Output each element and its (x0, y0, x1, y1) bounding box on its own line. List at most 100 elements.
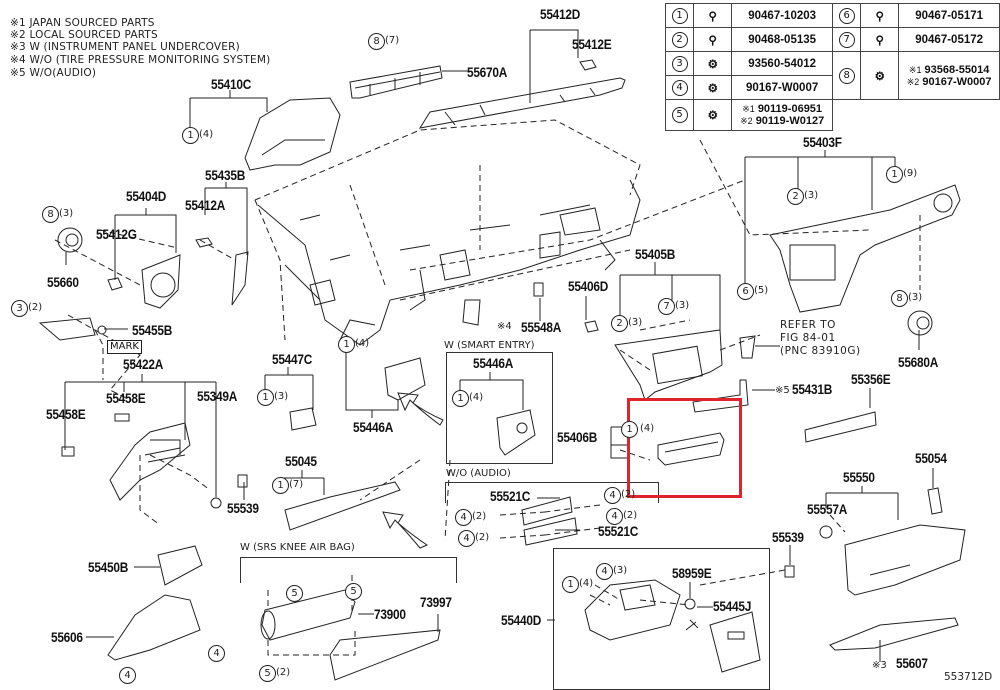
callout-ref[interactable]: 1 (338, 336, 355, 353)
part-label-55403F[interactable]: 55403F (803, 135, 842, 150)
part-label-55557A[interactable]: 55557A (807, 502, 848, 517)
part-number[interactable]: 93560-54012 (731, 51, 834, 76)
part-55435B-shape (231, 251, 249, 306)
refer-line-1[interactable]: REFER TO (780, 319, 836, 331)
part-55410C-shape (244, 97, 341, 171)
callout-ref[interactable]: 1 (886, 166, 903, 183)
ref-circle: 4 (671, 79, 688, 96)
callout-qty: (7) (385, 35, 400, 46)
callout-ref[interactable]: 6 (737, 283, 754, 300)
highlight-box-55406B[interactable] (627, 398, 742, 498)
part-55445J-shape (709, 611, 761, 673)
part-label-55349A[interactable]: 55349A (197, 389, 238, 404)
part-label-55539-b[interactable]: 55539 (772, 530, 804, 545)
callout-ref[interactable]: 1 (452, 390, 469, 407)
callout-ref[interactable]: 8 (891, 290, 908, 307)
part-label-55446A[interactable]: 55446A (353, 420, 394, 435)
callout-ref[interactable]: 4 (604, 487, 621, 504)
callout-ref[interactable]: 5 (345, 583, 362, 600)
part-label-55054[interactable]: 55054 (915, 451, 947, 466)
callout-ref[interactable]: 5 (259, 665, 276, 682)
part-label-55404D[interactable]: 55404D (126, 189, 167, 204)
part-label-55447C[interactable]: 55447C (272, 352, 313, 367)
part-label-55458E-a[interactable]: 55458E (46, 407, 86, 422)
fastener-row: 4 ⚙ 90167-W0007 (664, 75, 1000, 100)
callout-ref[interactable]: 4 (455, 509, 472, 526)
callout-qty: (2) (28, 302, 43, 313)
callout-ref[interactable]: 8 (368, 33, 385, 50)
part-label-55435B[interactable]: 55435B (205, 168, 246, 183)
part-label-55458E-b[interactable]: 55458E (106, 391, 146, 406)
callout-ref[interactable]: 1 (621, 421, 638, 438)
part-label-73900[interactable]: 73900 (374, 607, 406, 622)
part-55458E-shape-b (114, 413, 130, 422)
clip-icon: ⚲ (708, 34, 717, 47)
part-number-pair[interactable]: ※1 93568-55014 ※2 90167-W0007 (898, 51, 1000, 100)
part-number-pair[interactable]: ※1 90119-06951 ※2 90119-W0127 (731, 99, 834, 131)
part-label-55356E[interactable]: 55356E (851, 372, 891, 387)
part-label-55431B[interactable]: 55431B (792, 382, 833, 397)
callout-ref[interactable]: 7 (658, 298, 675, 315)
part-label-55550[interactable]: 55550 (843, 470, 875, 485)
callout-ref[interactable]: 8 (42, 206, 59, 223)
part-number[interactable]: 90467-10203 (731, 3, 834, 28)
part-label-55521C-b[interactable]: 55521C (598, 524, 639, 539)
callout-ref[interactable]: 1 (272, 477, 289, 494)
group-smart-entry-box (446, 352, 553, 464)
callout-ref[interactable]: 3 (11, 300, 28, 317)
part-label-55539-a[interactable]: 55539 (227, 501, 259, 516)
callout-ref[interactable]: 1 (562, 576, 579, 593)
callout-ref[interactable]: 2 (611, 315, 628, 332)
callout-ref[interactable]: 4 (208, 645, 225, 662)
part-number[interactable]: 90467-05171 (898, 3, 1000, 28)
ref-circle: 3 (671, 55, 688, 72)
part-55539-shape-a (237, 474, 248, 488)
part-label-55412E[interactable]: 55412E (572, 37, 612, 52)
refer-line-3[interactable]: (PNC 83910G) (780, 345, 861, 357)
callout-ref[interactable]: 2 (787, 188, 804, 205)
part-label-58959E[interactable]: 58959E (672, 566, 712, 581)
part-label-55412A[interactable]: 55412A (185, 198, 226, 213)
mark-label: MARK (107, 340, 142, 354)
part-label-55606[interactable]: 55606 (51, 630, 83, 645)
part-label-55607[interactable]: 55607 (896, 656, 928, 671)
part-label-73997[interactable]: 73997 (420, 595, 452, 610)
part-label-55412G[interactable]: 55412G (96, 227, 137, 242)
part-label-55406B[interactable]: 55406B (557, 430, 598, 445)
part-55660-shape (57, 227, 83, 253)
arrow-icon-2 (382, 511, 429, 549)
part-label-55450B[interactable]: 55450B (88, 560, 129, 575)
callout-ref[interactable]: 4 (596, 563, 613, 580)
part-label-55521C-a[interactable]: 55521C (490, 489, 531, 504)
callout-ref[interactable]: 1 (182, 127, 199, 144)
refer-line-2[interactable]: FIG 84-01 (780, 332, 836, 344)
callout-ref[interactable]: 5 (286, 585, 303, 602)
part-label-55440D[interactable]: 55440D (501, 613, 542, 628)
part-number[interactable]: 90167-W0007 (731, 75, 834, 100)
part-number[interactable]: 90468-05135 (731, 27, 834, 52)
part-55406B-shape (657, 432, 725, 466)
callout-ref[interactable]: 4 (606, 508, 623, 525)
part-label-55405B[interactable]: 55405B (635, 247, 676, 262)
part-label-55670A[interactable]: 55670A (467, 65, 508, 80)
part-label-55422A[interactable]: 55422A (123, 357, 164, 372)
part-label-55455B[interactable]: 55455B (132, 323, 173, 338)
clip-icon: ⚲ (875, 10, 884, 23)
part-label-55412D[interactable]: 55412D (540, 7, 581, 22)
figure-id: 553712D (944, 671, 993, 683)
part-label-55446A-se[interactable]: 55446A (473, 356, 514, 371)
callout-ref[interactable]: 1 (257, 389, 274, 406)
part-55431B-shape (692, 379, 749, 413)
part-number[interactable]: 90467-05172 (898, 27, 1000, 52)
part-label-55445J[interactable]: 55445J (713, 599, 752, 614)
part-label-55045[interactable]: 55045 (285, 454, 317, 469)
part-label-55406D[interactable]: 55406D (568, 279, 609, 294)
group-55440D-box (553, 548, 770, 690)
part-label-55410C[interactable]: 55410C (211, 77, 252, 92)
part-label-55548A[interactable]: 55548A (521, 320, 562, 335)
part-label-55660[interactable]: 55660 (47, 275, 79, 290)
part-label-55680A[interactable]: 55680A (898, 355, 939, 370)
callout-ref[interactable]: 4 (119, 667, 136, 684)
callout-ref[interactable]: 4 (458, 530, 475, 547)
part-55404D-shape (141, 254, 181, 309)
